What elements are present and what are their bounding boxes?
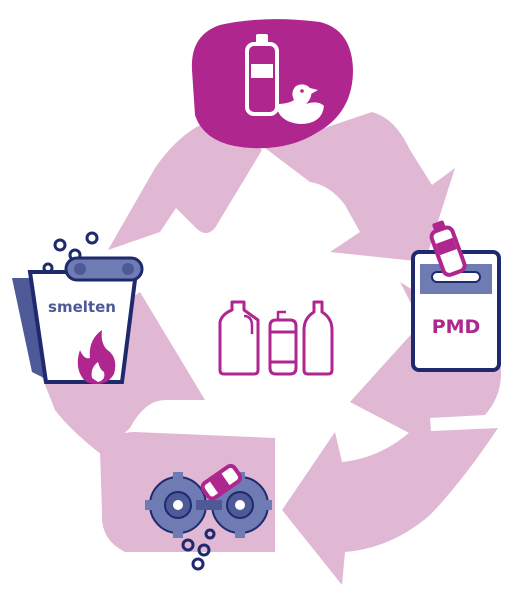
containers-icon [218, 300, 334, 376]
bottle-cap [256, 34, 268, 44]
shred-bottle-label [208, 472, 231, 495]
pot-side [12, 278, 48, 380]
bag-label: PMD [432, 316, 481, 338]
can [268, 318, 298, 376]
duck-eye [300, 89, 304, 93]
bottle-duck-icon [191, 19, 353, 149]
duck-beak [310, 88, 318, 94]
duck [276, 84, 324, 124]
center-bottle [302, 300, 334, 376]
pot-roller [122, 263, 134, 275]
bubble [85, 231, 99, 245]
jug [218, 300, 260, 376]
arrow-bottom [282, 428, 498, 585]
pot-conveyor [64, 256, 144, 282]
pot-roller [74, 263, 86, 275]
bubble [53, 238, 67, 252]
melt-label: smelten [48, 298, 116, 316]
flame-icon [77, 330, 116, 384]
bag-bottle-label [435, 237, 457, 256]
arrow-left [108, 118, 262, 250]
shredder-icon [145, 463, 272, 571]
bubble [181, 538, 195, 552]
flame-core [91, 362, 105, 382]
pmd-bag-icon: PMD [411, 220, 501, 372]
arrow-top-right [265, 112, 455, 262]
bubble [204, 528, 216, 540]
bottle-label [251, 64, 273, 78]
bottle-body [245, 42, 279, 116]
melting-pot-icon: smelten [12, 231, 144, 384]
bubble [197, 543, 211, 557]
bubble [191, 557, 205, 571]
